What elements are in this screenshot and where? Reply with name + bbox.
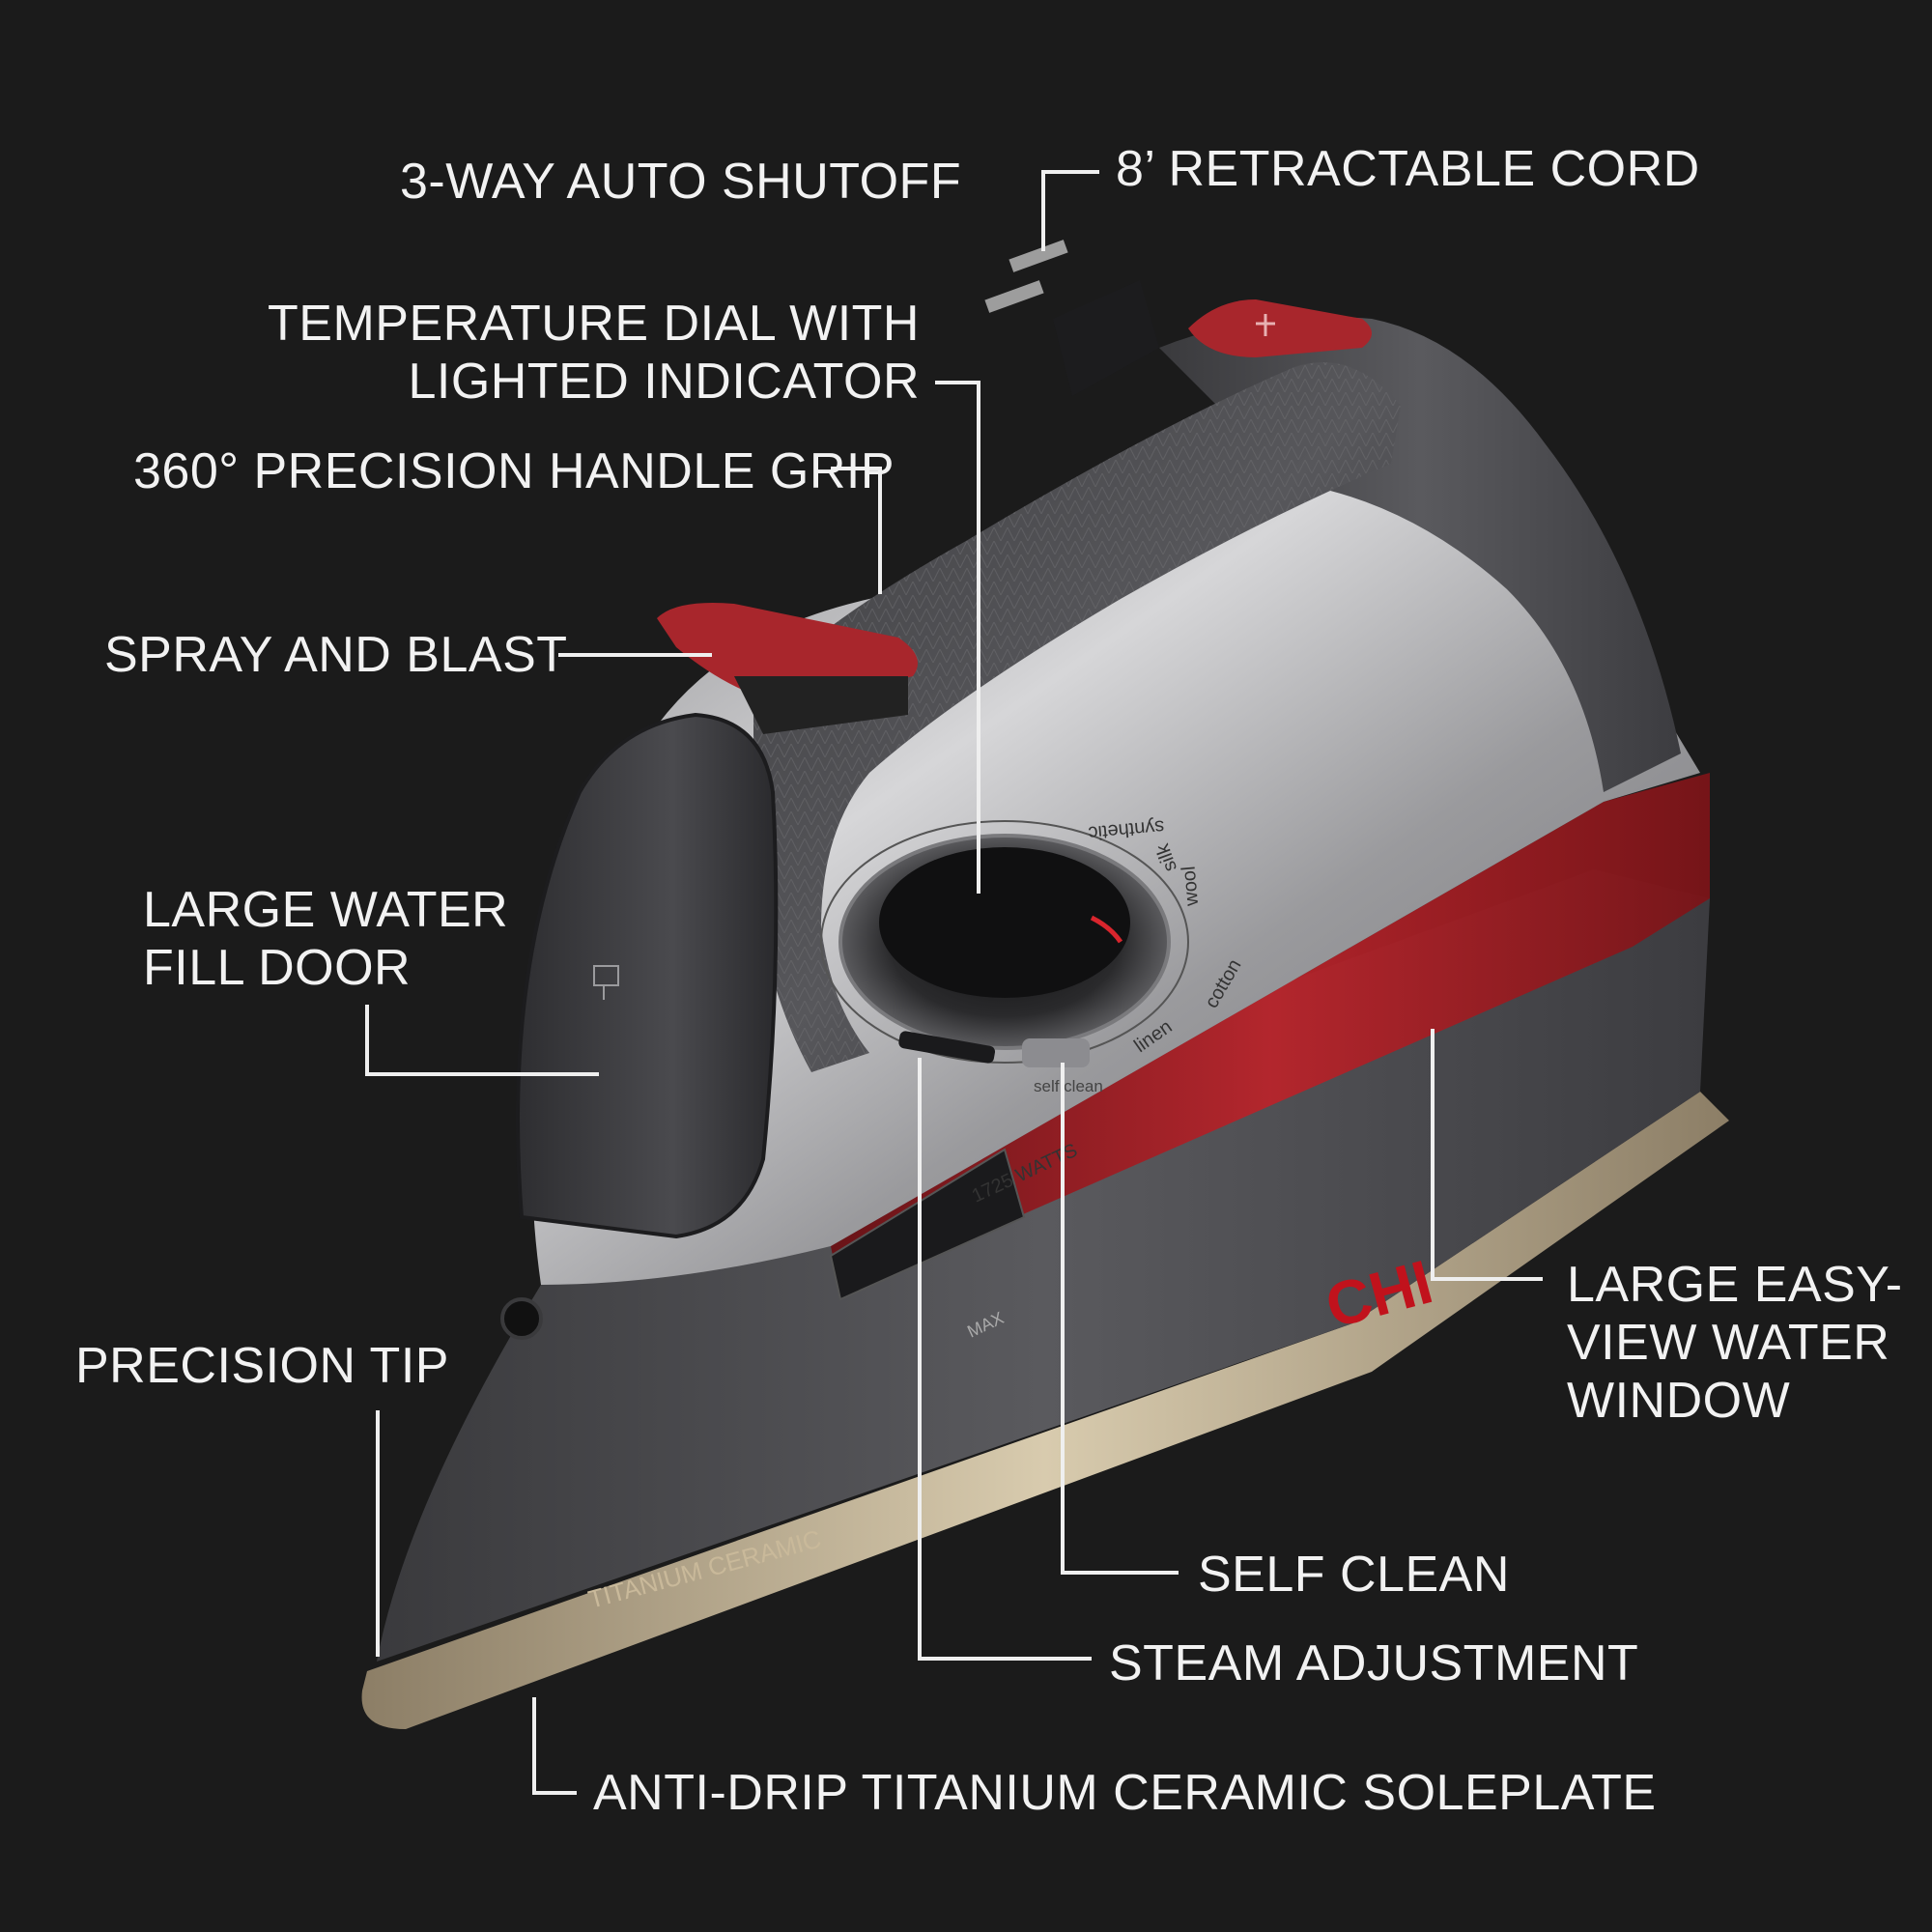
self-clean-button xyxy=(1022,1038,1090,1067)
callout-water-window-line3: WINDOW xyxy=(1567,1373,1791,1429)
callout-retractable-cord: 8’ RETRACTABLE CORD xyxy=(1116,141,1700,197)
callout-water-window-line1: LARGE EASY- xyxy=(1567,1257,1903,1313)
callout-auto-shutoff: 3-WAY AUTO SHUTOFF xyxy=(400,154,962,210)
tip-knob xyxy=(500,1297,543,1340)
steam-lever xyxy=(898,1031,996,1064)
svg-text:wool: wool xyxy=(1179,866,1204,908)
callout-spray-blast: SPRAY AND BLAST xyxy=(104,627,568,683)
callout-water-window: LARGE EASY- VIEW WATER WINDOW xyxy=(1567,1256,1903,1430)
soleplate xyxy=(361,1092,1730,1729)
callout-temperature-dial-line2: LIGHTED INDICATOR xyxy=(408,354,920,410)
callout-handle-grip: 360° PRECISION HANDLE GRIP xyxy=(133,443,895,499)
callout-water-fill-line1: LARGE WATER xyxy=(143,882,509,938)
callout-water-fill-door: LARGE WATER FILL DOOR xyxy=(143,881,508,997)
plug xyxy=(1053,280,1159,396)
callout-precision-tip: PRECISION TIP xyxy=(75,1338,449,1394)
leader-lines xyxy=(365,170,1543,1795)
svg-text:self clean: self clean xyxy=(1034,1077,1103,1095)
fill-door xyxy=(516,712,779,1239)
water-window xyxy=(829,1148,1026,1301)
callout-water-window-line2: VIEW WATER xyxy=(1567,1315,1890,1371)
iron-base xyxy=(377,869,1710,1662)
callout-soleplate: ANTI-DRIP TITANIUM CERAMIC SOLEPLATE xyxy=(593,1765,1657,1821)
shutoff-button xyxy=(1188,299,1372,357)
callout-temperature-dial-line1: TEMPERATURE DIAL WITH xyxy=(268,296,920,352)
red-band xyxy=(831,773,1710,1294)
callout-steam-adjustment: STEAM ADJUSTMENT xyxy=(1109,1635,1639,1691)
callout-temperature-dial: TEMPERATURE DIAL WITH LIGHTED INDICATOR xyxy=(268,295,920,411)
callout-self-clean: SELF CLEAN xyxy=(1198,1547,1510,1603)
callout-water-fill-line2: FILL DOOR xyxy=(143,940,412,996)
